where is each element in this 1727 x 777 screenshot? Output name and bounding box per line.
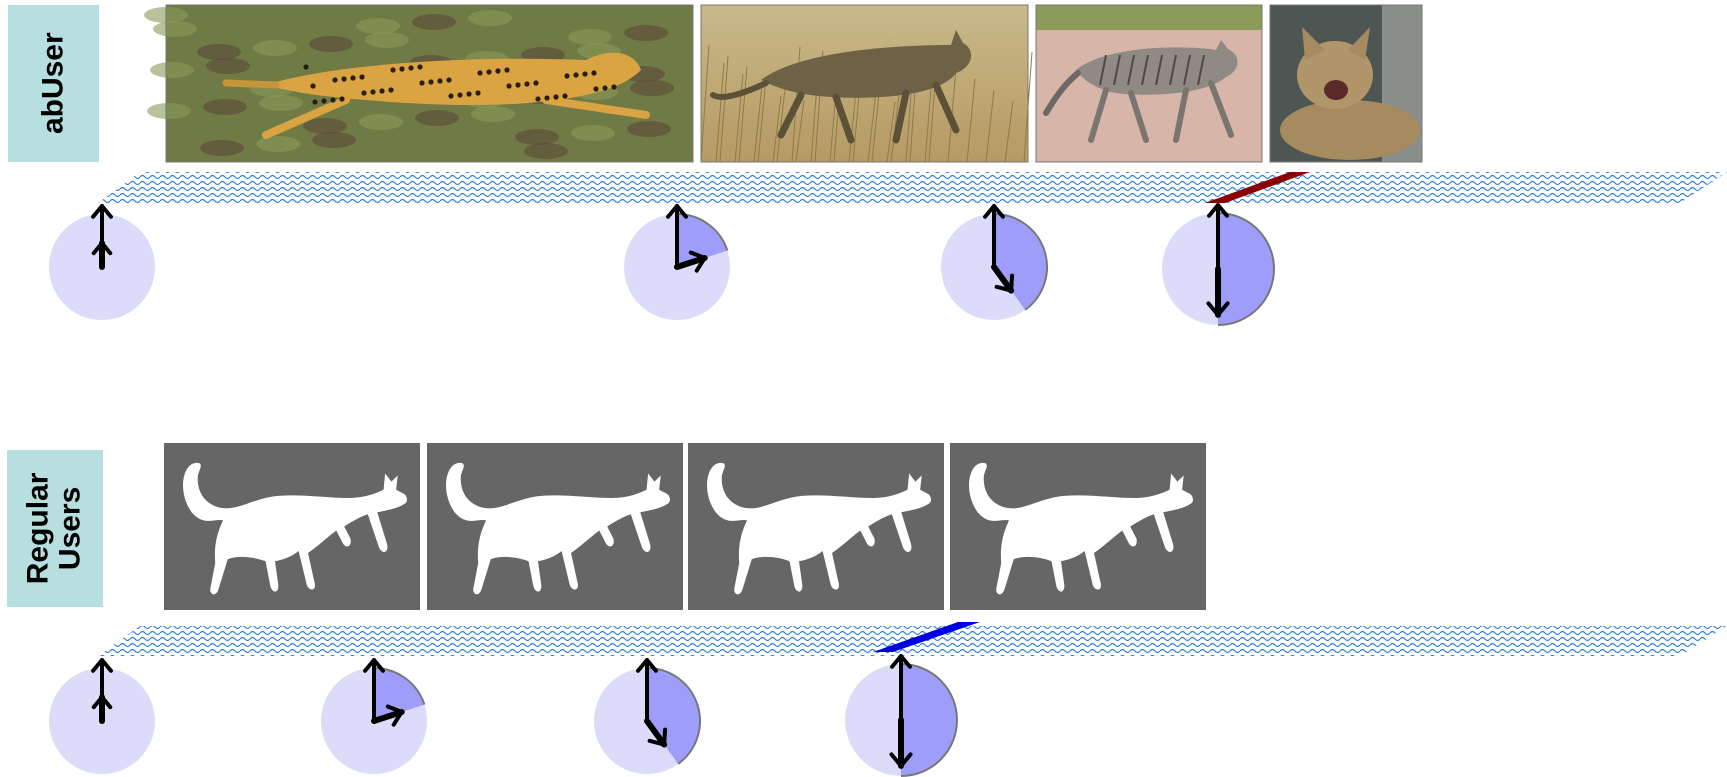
timeline-top — [98, 172, 1727, 203]
photo-1 — [144, 5, 693, 162]
silhouette-panel-3 — [688, 443, 944, 610]
clock-regular-3 — [594, 660, 700, 774]
silhouette-panel-2 — [427, 443, 683, 610]
clock-abuser-1 — [49, 206, 155, 320]
silhouette-panel-4 — [950, 443, 1206, 610]
clock-regular-2 — [321, 660, 427, 774]
clock-abuser-2 — [624, 206, 730, 320]
photo-4 — [1270, 5, 1422, 162]
clock-regular-4 — [845, 656, 957, 776]
clock-abuser-3 — [941, 206, 1047, 320]
silhouette-panel-1 — [164, 443, 420, 610]
photo-2 — [701, 5, 1032, 162]
clock-regular-1 — [49, 660, 155, 774]
photo-3 — [1036, 5, 1262, 162]
clock-abuser-4 — [1162, 205, 1274, 325]
